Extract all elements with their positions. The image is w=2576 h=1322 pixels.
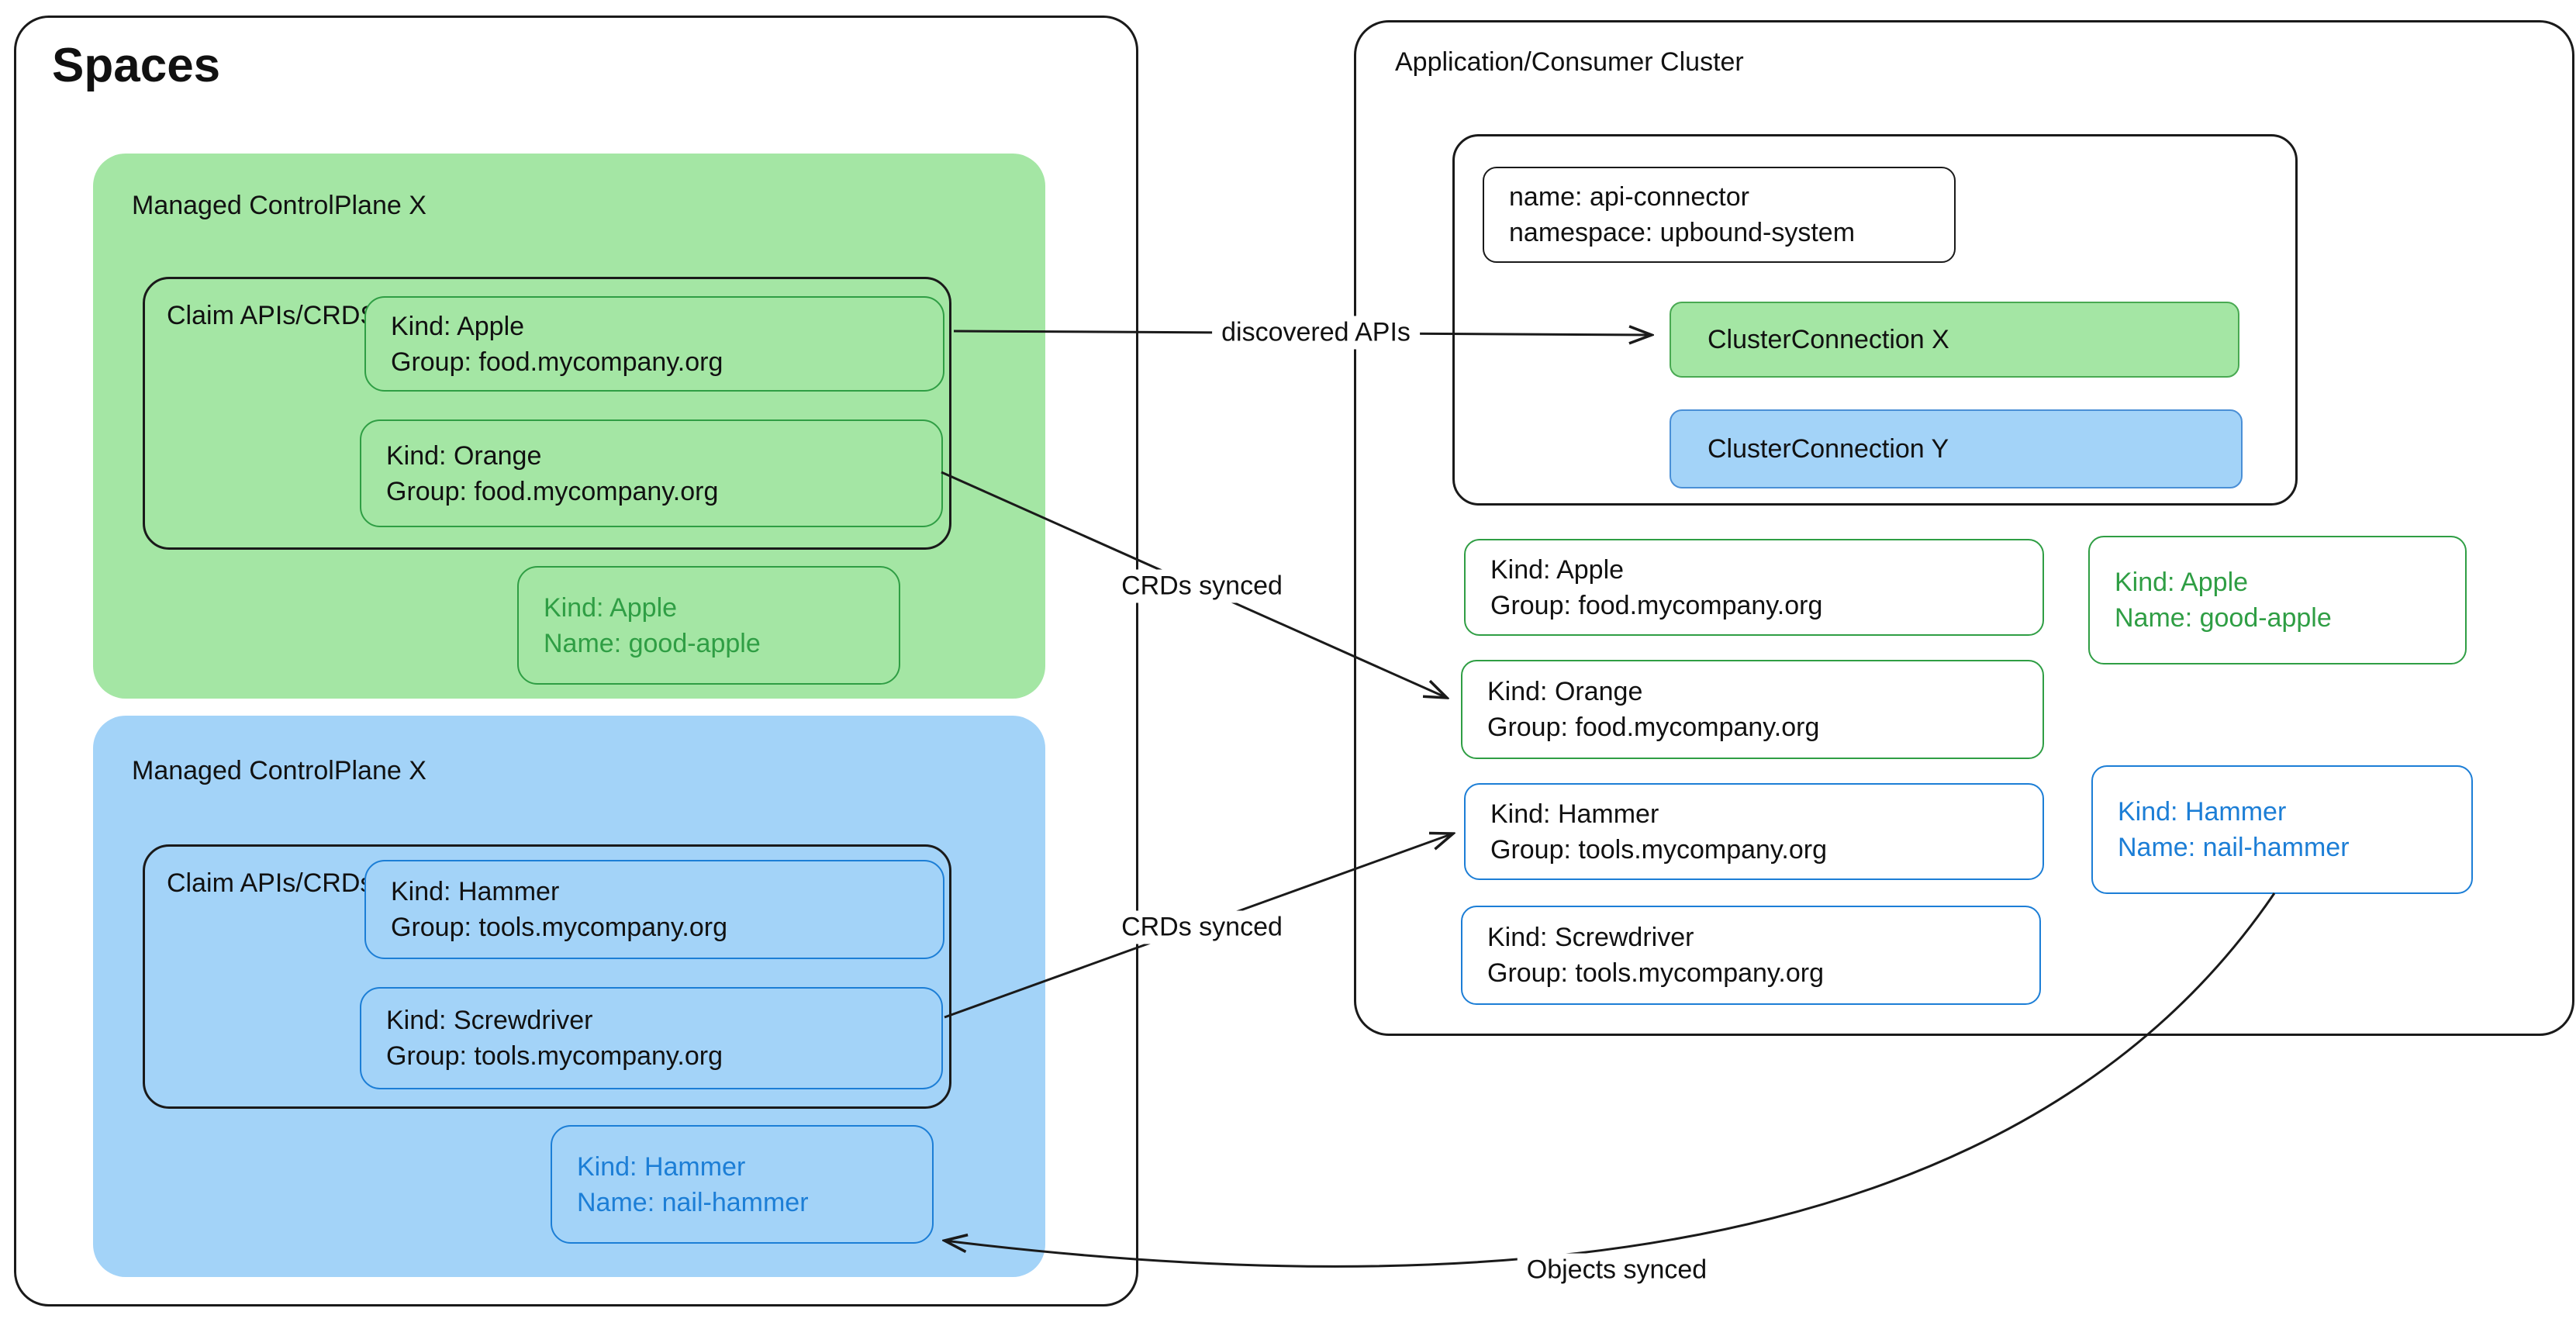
good-apple-name: Name: good-apple <box>544 628 761 658</box>
api-connector-group: name: api-connector namespace: upbound-s… <box>1452 134 2298 506</box>
apple-crd-group: Group: food.mycompany.org <box>1490 590 1823 620</box>
orange-claim-kind: Kind: Orange <box>386 440 542 471</box>
clusterconnection-x-label: ClusterConnection X <box>1708 324 1949 354</box>
api-connector-name: name: api-connector <box>1509 182 1749 212</box>
crds-synced-label-bottom: CRDs synced <box>1112 910 1292 944</box>
orange-crd-node: Kind: Orange Group: food.mycompany.org <box>1461 660 2044 759</box>
hammer-claim-kind: Kind: Hammer <box>391 877 560 906</box>
screwdriver-claim-kind: Kind: Screwdriver <box>386 1006 593 1035</box>
clusterconnection-y-label: ClusterConnection Y <box>1708 433 1949 464</box>
clusterconnection-y-node: ClusterConnection Y <box>1670 409 2243 488</box>
consumer-cluster-title: Application/Consumer Cluster <box>1395 47 1744 77</box>
nail-hammer-object-node: Kind: Hammer Name: nail-hammer <box>551 1125 934 1244</box>
apple-crd-node: Kind: Apple Group: food.mycompany.org <box>1464 539 2044 636</box>
screwdriver-claim-group: Group: tools.mycompany.org <box>386 1041 723 1071</box>
good-apple-kind: Kind: Apple <box>544 592 678 623</box>
api-connector-node: name: api-connector namespace: upbound-s… <box>1483 167 1956 263</box>
claim-title-line2: APIs/CRDS <box>240 301 378 330</box>
managed-controlplane-green: Managed ControlPlane X Claim APIs/CRDS K… <box>93 154 1045 699</box>
apple-claim-node: Kind: Apple Group: food.mycompany.org <box>364 296 944 392</box>
hammer-crd-node: Kind: Hammer Group: tools.mycompany.org <box>1464 783 2044 880</box>
apple-claim-group: Group: food.mycompany.org <box>391 347 723 377</box>
apple-object-name: Name: good-apple <box>2115 603 2332 633</box>
api-connector-namespace: namespace: upbound-system <box>1509 218 1856 247</box>
orange-claim-group: Group: food.mycompany.org <box>386 476 719 506</box>
claim-apis-title-blue: Claim APIs/CRDs <box>167 865 373 901</box>
claim-title-line1: Claim <box>167 301 234 330</box>
apple-object-kind: Kind: Apple <box>2115 568 2249 597</box>
screwdriver-crd-group: Group: tools.mycompany.org <box>1487 958 1824 988</box>
managed-controlplane-green-label: Managed ControlPlane X <box>132 191 426 220</box>
hammer-crd-kind: Kind: Hammer <box>1490 799 1659 829</box>
claim-apis-frame-blue: Claim APIs/CRDs Kind: Hammer Group: tool… <box>143 844 951 1109</box>
claim-apis-title-green: Claim APIs/CRDS <box>167 298 378 333</box>
apple-object-node-right: Kind: Apple Name: good-apple <box>2088 536 2467 664</box>
claim-apis-frame-green: Claim APIs/CRDS Kind: Apple Group: food.… <box>143 277 951 550</box>
objects-synced-label: Objects synced <box>1517 1253 1717 1287</box>
claim-title-line1: Claim <box>167 868 234 898</box>
hammer-claim-node: Kind: Hammer Group: tools.mycompany.org <box>364 860 944 959</box>
screwdriver-claim-node: Kind: Screwdriver Group: tools.mycompany… <box>360 987 943 1089</box>
crds-synced-label-top: CRDs synced <box>1112 569 1292 603</box>
apple-crd-kind: Kind: Apple <box>1490 554 1625 585</box>
consumer-cluster-panel: Application/Consumer Cluster name: api-c… <box>1354 20 2574 1036</box>
screwdriver-crd-kind: Kind: Screwdriver <box>1487 923 1694 952</box>
managed-controlplane-blue-label: Managed ControlPlane X <box>132 756 426 785</box>
nail-hammer-kind: Kind: Hammer <box>577 1151 746 1182</box>
discovered-apis-label: discovered APIs <box>1212 316 1420 350</box>
orange-crd-group: Group: food.mycompany.org <box>1487 713 1820 742</box>
claim-title-line2: APIs/CRDs <box>240 868 374 898</box>
managed-controlplane-blue: Managed ControlPlane X Claim APIs/CRDs K… <box>93 716 1045 1277</box>
hammer-object-name: Name: nail-hammer <box>2118 833 2350 862</box>
spaces-panel: Spaces Managed ControlPlane X Claim APIs… <box>14 16 1138 1306</box>
screwdriver-crd-node: Kind: Screwdriver Group: tools.mycompany… <box>1461 906 2041 1005</box>
clusterconnection-x-node: ClusterConnection X <box>1670 302 2239 378</box>
orange-crd-kind: Kind: Orange <box>1487 677 1643 706</box>
good-apple-object-node: Kind: Apple Name: good-apple <box>517 566 900 685</box>
spaces-title: Spaces <box>52 39 221 92</box>
apple-claim-kind: Kind: Apple <box>391 311 525 341</box>
hammer-crd-group: Group: tools.mycompany.org <box>1490 834 1827 865</box>
orange-claim-node: Kind: Orange Group: food.mycompany.org <box>360 419 943 527</box>
hammer-claim-group: Group: tools.mycompany.org <box>391 913 727 942</box>
hammer-object-node-right: Kind: Hammer Name: nail-hammer <box>2091 765 2473 894</box>
nail-hammer-name: Name: nail-hammer <box>577 1187 809 1217</box>
hammer-object-kind: Kind: Hammer <box>2118 797 2287 827</box>
